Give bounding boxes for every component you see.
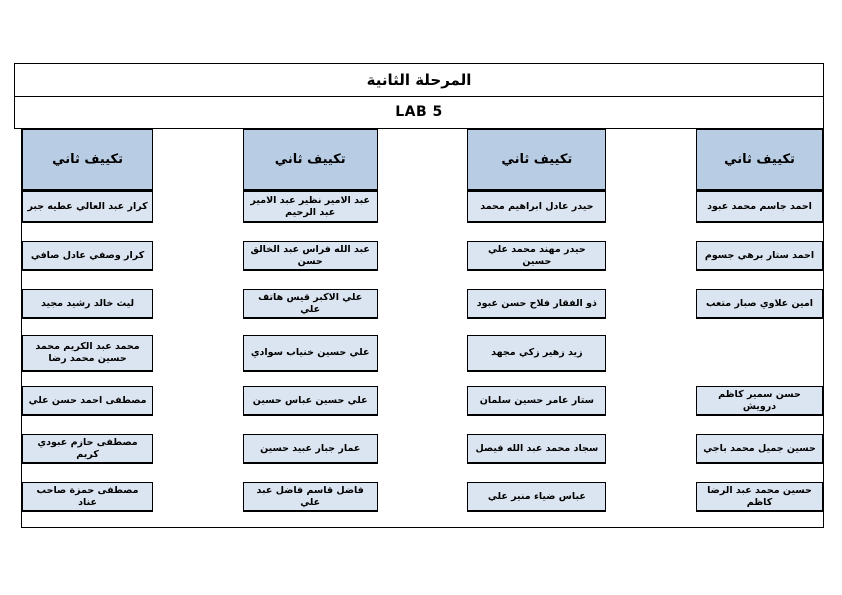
group-column-3: تكييف ثاني عبد الامير نظير عبد الامير عب… bbox=[242, 129, 378, 512]
student-slot: فاضل قاسم فاضل عبد علي bbox=[242, 482, 378, 512]
student-name-cell: سجاد محمد عبد الله فيصل bbox=[467, 434, 607, 464]
student-slot: عباس ضياء منير علي bbox=[467, 482, 607, 512]
student-slot: حيدر مهند محمد علي حسين bbox=[467, 241, 607, 271]
student-slot bbox=[696, 335, 823, 372]
student-name-cell: عباس ضياء منير علي bbox=[467, 482, 607, 512]
student-name-cell: فاضل قاسم فاضل عبد علي bbox=[242, 482, 378, 512]
lab-title: LAB 5 bbox=[395, 103, 443, 120]
student-slot: حسين جميل محمد باجي bbox=[696, 434, 823, 464]
student-name-cell: حيدر مهند محمد علي حسين bbox=[467, 241, 607, 271]
student-name-cell: ذو الفقار فلاح حسن عبود bbox=[467, 289, 607, 319]
student-name-cell: امين علاوي صبار متعب bbox=[696, 289, 823, 319]
group-header: تكييف ثاني bbox=[22, 129, 154, 191]
groups-region: تكييف ثاني احمد جاسم محمد عبود احمد ستار… bbox=[21, 129, 824, 528]
student-name-cell: علي حسين خنياب سوادي bbox=[242, 335, 378, 372]
student-name-cell: زيد زهير زكي مجهد bbox=[467, 335, 607, 372]
student-slot: حسن سمير كاظم درويش bbox=[696, 386, 823, 416]
student-name-cell: كرار عبد العالي عطيه جبر bbox=[22, 191, 154, 223]
student-name-cell: حسن سمير كاظم درويش bbox=[696, 386, 823, 416]
student-slot: عمار جبار عبيد حسين bbox=[242, 434, 378, 464]
student-name-cell: محمد عبد الكريم محمد حسين محمد رضا bbox=[22, 335, 154, 372]
stage-title: المرحلة الثانية bbox=[15, 64, 823, 97]
student-slot: احمد جاسم محمد عبود bbox=[696, 191, 823, 223]
student-slot: مصطفى احمد حسن علي bbox=[22, 386, 154, 416]
student-slot: حيدر عادل ابراهيم محمد bbox=[467, 191, 607, 223]
student-slot: مصطفى حازم عبودي كريم bbox=[22, 434, 154, 464]
student-slot: امين علاوي صبار متعب bbox=[696, 289, 823, 319]
student-slot: ليث خالد رشيد مجيد bbox=[22, 289, 154, 319]
student-slot: سجاد محمد عبد الله فيصل bbox=[467, 434, 607, 464]
group-column-4: تكييف ثاني كرار عبد العالي عطيه جبر كرار… bbox=[22, 129, 154, 512]
group-column-2: تكييف ثاني حيدر عادل ابراهيم محمد حيدر م… bbox=[467, 129, 607, 512]
student-name-cell: علي الاكبر قيس هاتف علي bbox=[242, 289, 378, 319]
student-slot: علي حسين عباس حسين bbox=[242, 386, 378, 416]
student-name-cell: عبد الله فراس عبد الخالق حسن bbox=[242, 241, 378, 271]
student-name-cell: احمد ستار برهي جسوم bbox=[696, 241, 823, 271]
student-name-cell: مصطفى احمد حسن علي bbox=[22, 386, 154, 416]
student-name-cell: علي حسين عباس حسين bbox=[242, 386, 378, 416]
student-name-cell: حيدر عادل ابراهيم محمد bbox=[467, 191, 607, 223]
student-slot: محمد عبد الكريم محمد حسين محمد رضا bbox=[22, 335, 154, 372]
group-header: تكييف ثاني bbox=[242, 129, 378, 191]
group-header: تكييف ثاني bbox=[467, 129, 607, 191]
student-slot: علي حسين خنياب سوادي bbox=[242, 335, 378, 372]
student-slot: علي الاكبر قيس هاتف علي bbox=[242, 289, 378, 319]
student-name-cell: عبد الامير نظير عبد الامير عبد الرحيم bbox=[242, 191, 378, 223]
student-slot: عبد الامير نظير عبد الامير عبد الرحيم bbox=[242, 191, 378, 223]
student-slot: ذو الفقار فلاح حسن عبود bbox=[467, 289, 607, 319]
student-slot: حسين محمد عبد الرضا كاظم bbox=[696, 482, 823, 512]
student-slot: احمد ستار برهي جسوم bbox=[696, 241, 823, 271]
group-header: تكييف ثاني bbox=[696, 129, 823, 191]
group-column-1: تكييف ثاني احمد جاسم محمد عبود احمد ستار… bbox=[696, 129, 823, 512]
student-name-cell: حسين محمد عبد الرضا كاظم bbox=[696, 482, 823, 512]
student-slot: عبد الله فراس عبد الخالق حسن bbox=[242, 241, 378, 271]
student-name-cell: عمار جبار عبيد حسين bbox=[242, 434, 378, 464]
student-slot: ستار عامر حسين سلمان bbox=[467, 386, 607, 416]
student-name-cell: ستار عامر حسين سلمان bbox=[467, 386, 607, 416]
student-name-cell: مصطفى حمزة صاحب عناد bbox=[22, 482, 154, 512]
student-name-cell: احمد جاسم محمد عبود bbox=[696, 191, 823, 223]
student-slot: كرار وصفي عادل صافي bbox=[22, 241, 154, 271]
student-name-cell: ليث خالد رشيد مجيد bbox=[22, 289, 154, 319]
stage-header-table: المرحلة الثانية LAB 5 bbox=[14, 63, 824, 129]
student-slot: زيد زهير زكي مجهد bbox=[467, 335, 607, 372]
student-slot: مصطفى حمزة صاحب عناد bbox=[22, 482, 154, 512]
student-slot: كرار عبد العالي عطيه جبر bbox=[22, 191, 154, 223]
student-name-cell: كرار وصفي عادل صافي bbox=[22, 241, 154, 271]
student-name-cell: مصطفى حازم عبودي كريم bbox=[22, 434, 154, 464]
student-name-cell: حسين جميل محمد باجي bbox=[696, 434, 823, 464]
